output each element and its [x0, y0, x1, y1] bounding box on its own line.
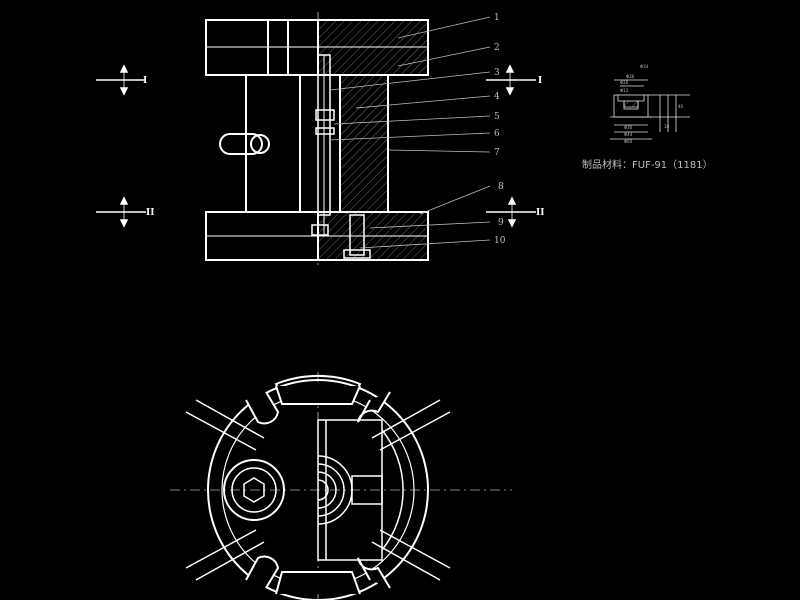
- dim-phi30: Φ30: [624, 125, 633, 130]
- section-mark-top-left: I: [143, 76, 147, 86]
- part-label-9: 9: [498, 218, 504, 228]
- side-pin: [219, 133, 263, 155]
- material-label: 制品材料：FUF-91（1181）: [582, 158, 713, 171]
- dim-phi12: Φ12: [620, 88, 629, 93]
- dim-phi44: Φ44: [624, 132, 633, 137]
- part-label-4: 4: [494, 92, 500, 102]
- part-label-8: 8: [498, 182, 504, 192]
- section-indicators: [96, 64, 536, 228]
- section-mark-bottom-right: II: [536, 208, 544, 218]
- mold-plan-view: [170, 372, 512, 600]
- section-mark-bottom-left: II: [146, 208, 154, 218]
- part-label-2: 2: [494, 43, 500, 53]
- dim-phi34: Φ34: [640, 64, 649, 69]
- part-label-6: 6: [494, 129, 500, 139]
- dim-phi60: Φ60: [624, 139, 633, 144]
- hex-socket: [243, 477, 265, 503]
- leader-lines: [329, 16, 491, 249]
- product-detail-dimensions: Φ36 Φ26 Φ34 Φ12 Φ30 Φ44 Φ60 40 10: [620, 64, 684, 144]
- part-label-5: 5: [494, 112, 500, 122]
- dim-phi26: Φ26: [620, 80, 629, 85]
- part-label-1: 1: [494, 13, 500, 23]
- guide-rods: [185, 399, 451, 581]
- dim-phi36: Φ36: [626, 74, 635, 79]
- part-number-labels: 1 2 3 4 5 6 7 8 9 10: [494, 13, 506, 246]
- dim-40: 40: [678, 104, 684, 109]
- section-mark-top-right: I: [538, 76, 542, 86]
- part-label-3: 3: [494, 68, 500, 78]
- part-label-10: 10: [494, 236, 506, 246]
- dim-10: 10: [664, 124, 670, 129]
- part-label-7: 7: [494, 148, 500, 158]
- product-detail-drawing: [610, 79, 690, 140]
- mold-section-view: [205, 12, 429, 268]
- left-bolt-hole: [223, 459, 285, 521]
